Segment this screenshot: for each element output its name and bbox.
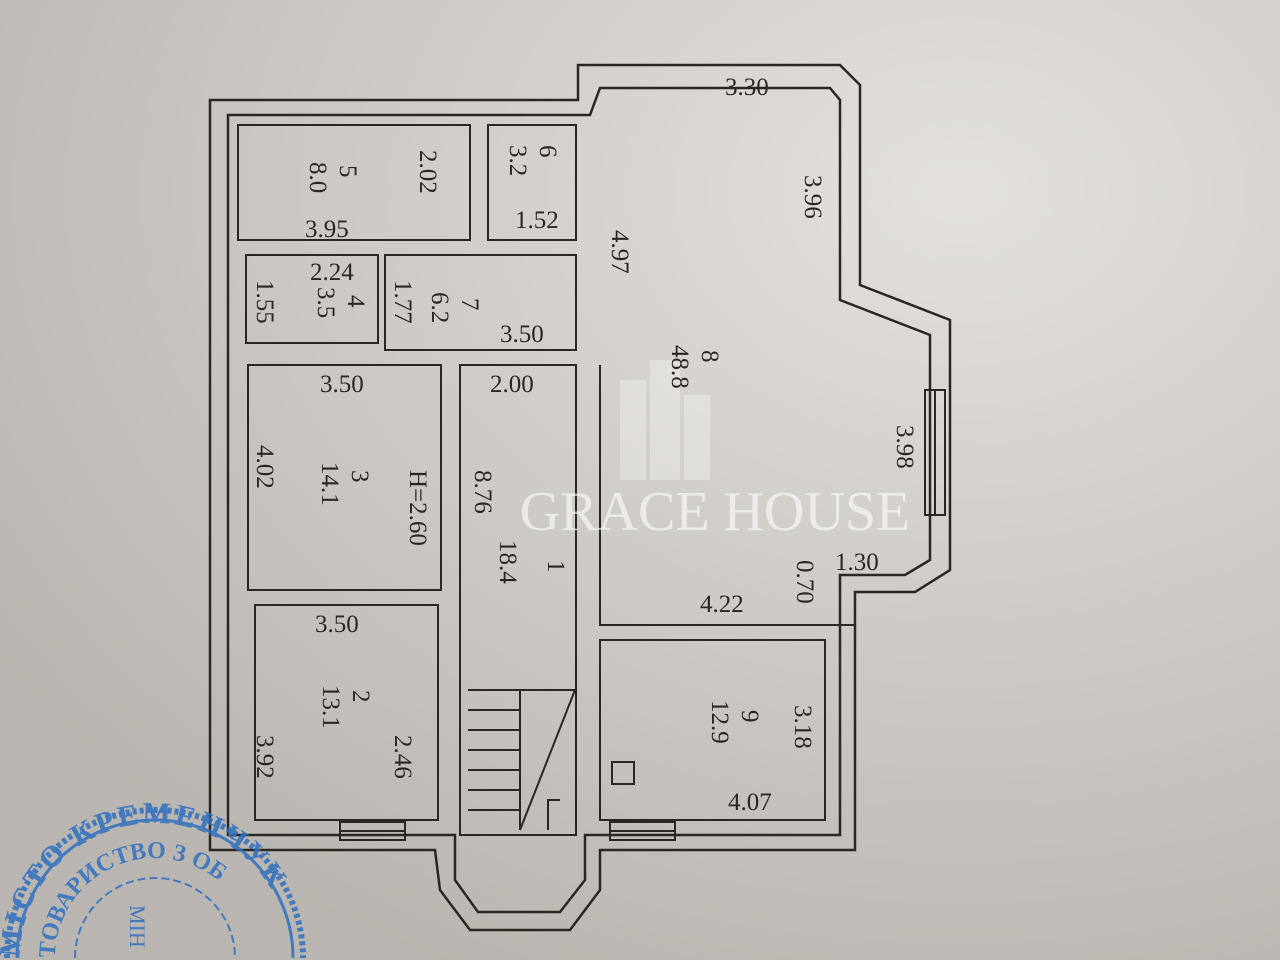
room-area: 8.0 — [304, 162, 331, 193]
room-5 — [237, 124, 471, 241]
dim-label: 3.50 — [315, 611, 359, 638]
dim-label: 0.70 — [791, 560, 818, 604]
room-4 — [245, 254, 379, 344]
room-area: 12.9 — [706, 700, 733, 744]
room-number: 8 — [696, 350, 723, 363]
dim-label: 1.30 — [835, 549, 879, 576]
watermark-text: GRACE HOUSE — [520, 481, 910, 543]
dim-label: 3.30 — [725, 74, 769, 101]
room-9 — [599, 639, 826, 821]
room-number: 3 — [346, 470, 373, 483]
dim-label: 4.07 — [728, 789, 772, 816]
dim-label: 3.96 — [799, 175, 826, 219]
dim-label: 3.50 — [500, 321, 544, 348]
room-area: 13.1 — [317, 685, 344, 729]
dim-label: 3.95 — [305, 216, 349, 243]
room-2 — [254, 604, 439, 821]
windows — [339, 389, 946, 841]
dim-label: 3.98 — [891, 425, 918, 469]
room-area: 14.1 — [316, 462, 343, 506]
room-6 — [487, 124, 577, 241]
room-area: 18.4 — [494, 540, 521, 584]
dim-label: 2.24 — [310, 259, 354, 286]
dim-label: 4.22 — [700, 591, 744, 618]
room-number: 9 — [736, 710, 763, 723]
room-3 — [247, 364, 442, 591]
room-number: 5 — [334, 165, 361, 178]
room-number: 6 — [534, 145, 561, 158]
room-number: 4 — [342, 295, 369, 308]
room-area: 48.8 — [666, 345, 693, 389]
outer-walls — [208, 63, 952, 932]
dim-label: 4.97 — [606, 230, 633, 274]
watermark-logo: GRACE HOUSE — [520, 360, 910, 543]
dim-label: 1.55 — [251, 280, 278, 324]
staircase — [468, 689, 576, 831]
room-7 — [384, 254, 577, 351]
room-number: 7 — [456, 298, 483, 311]
room-1 — [459, 364, 577, 836]
dim-label: 3.18 — [789, 705, 816, 749]
room-walls — [237, 124, 946, 841]
room-number: 2 — [347, 690, 374, 703]
dim-label: 2.46 — [389, 735, 416, 779]
dim-label: 4.02 — [251, 445, 278, 489]
ceiling-height: H=2.60 — [404, 470, 431, 546]
dim-label: 8.76 — [469, 470, 496, 514]
stove-icon — [611, 761, 635, 785]
dim-label: 2.00 — [490, 371, 534, 398]
stamp-center-text: МІН — [125, 905, 150, 948]
room-8-wall — [599, 365, 855, 626]
room-number: 1 — [542, 560, 569, 573]
room-area: 3.5 — [312, 287, 339, 318]
dim-label: 1.52 — [515, 207, 559, 234]
dim-label: 3.92 — [251, 735, 278, 779]
dim-label: 2.02 — [414, 150, 441, 194]
dim-label: 3.50 — [320, 371, 364, 398]
room-area: 3.2 — [504, 145, 531, 176]
room-area: 6.2 — [426, 292, 453, 323]
dim-label: 1.77 — [389, 280, 416, 324]
